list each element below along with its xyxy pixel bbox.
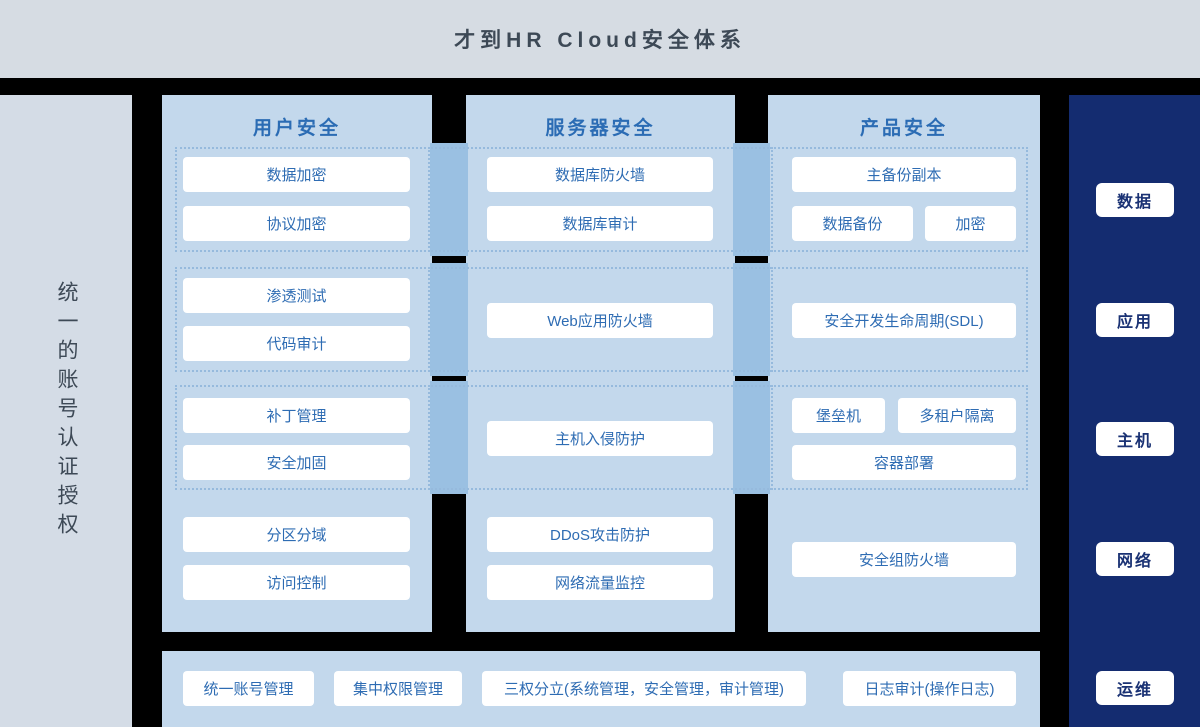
node-data-backup: 数据备份	[792, 206, 913, 241]
node-host-intrusion-prevention: 主机入侵防护	[487, 421, 713, 456]
tag-application-layer: 应用	[1096, 303, 1174, 337]
tag-operations-layer: 运维	[1096, 671, 1174, 705]
connector-band	[733, 263, 770, 376]
connector-band	[430, 381, 468, 494]
node-primary-backup-replica: 主备份副本	[792, 157, 1016, 192]
connector-band	[733, 381, 770, 494]
connector-band	[430, 263, 468, 376]
left-rail-unified-account-auth: 统一的账号认证授权	[0, 95, 132, 727]
node-log-audit: 日志审计(操作日志)	[843, 671, 1016, 706]
tag-data-layer: 数据	[1096, 183, 1174, 217]
group-host-product-security	[771, 385, 1028, 490]
node-patch-management: 补丁管理	[183, 398, 410, 433]
node-secure-development-lifecycle: 安全开发生命周期(SDL)	[792, 303, 1016, 338]
node-access-control: 访问控制	[183, 565, 410, 600]
node-multi-tenant-isolation: 多租户隔离	[898, 398, 1016, 433]
node-partition-zoning: 分区分域	[183, 517, 410, 552]
left-rail-label: 统一的账号认证授权	[55, 280, 78, 542]
column-title-user-security: 用户安全	[252, 118, 341, 139]
group-app-server-security	[428, 267, 772, 372]
node-centralized-permission-management: 集中权限管理	[334, 671, 462, 706]
node-security-group-firewall: 安全组防火墙	[792, 542, 1016, 577]
node-network-traffic-monitoring: 网络流量监控	[487, 565, 713, 600]
node-bastion-host: 堡垒机	[792, 398, 885, 433]
node-protocol-encryption: 协议加密	[183, 206, 410, 241]
group-app-user-security	[175, 267, 430, 372]
node-container-deployment: 容器部署	[792, 445, 1016, 480]
node-database-firewall: 数据库防火墙	[487, 157, 713, 192]
node-code-audit: 代码审计	[183, 326, 410, 361]
node-encryption: 加密	[925, 206, 1016, 241]
tag-host-layer: 主机	[1096, 422, 1174, 456]
node-database-audit: 数据库审计	[487, 206, 713, 241]
group-host-user-security	[175, 385, 430, 490]
node-data-encryption: 数据加密	[183, 157, 410, 192]
node-ddos-protection: DDoS攻击防护	[487, 517, 713, 552]
group-data-user-security	[175, 147, 430, 252]
node-security-hardening: 安全加固	[183, 445, 410, 480]
node-penetration-testing: 渗透测试	[183, 278, 410, 313]
group-data-product-security	[771, 147, 1028, 252]
node-separation-of-three-powers: 三权分立(系统管理，安全管理，审计管理)	[482, 671, 806, 706]
node-web-application-firewall: Web应用防火墙	[487, 303, 713, 338]
tag-network-layer: 网络	[1096, 542, 1174, 576]
page-title: 才到HR Cloud安全体系	[454, 29, 746, 52]
column-title-product-security: 产品安全	[859, 118, 948, 139]
group-host-server-security	[428, 385, 772, 490]
connector-band	[430, 143, 468, 256]
group-app-product-security	[771, 267, 1028, 372]
group-data-server-security	[428, 147, 772, 252]
connector-band	[733, 143, 770, 256]
title-bar: 才到HR Cloud安全体系	[0, 0, 1200, 78]
node-unified-account-management: 统一账号管理	[183, 671, 314, 706]
column-title-server-security: 服务器安全	[545, 118, 656, 139]
